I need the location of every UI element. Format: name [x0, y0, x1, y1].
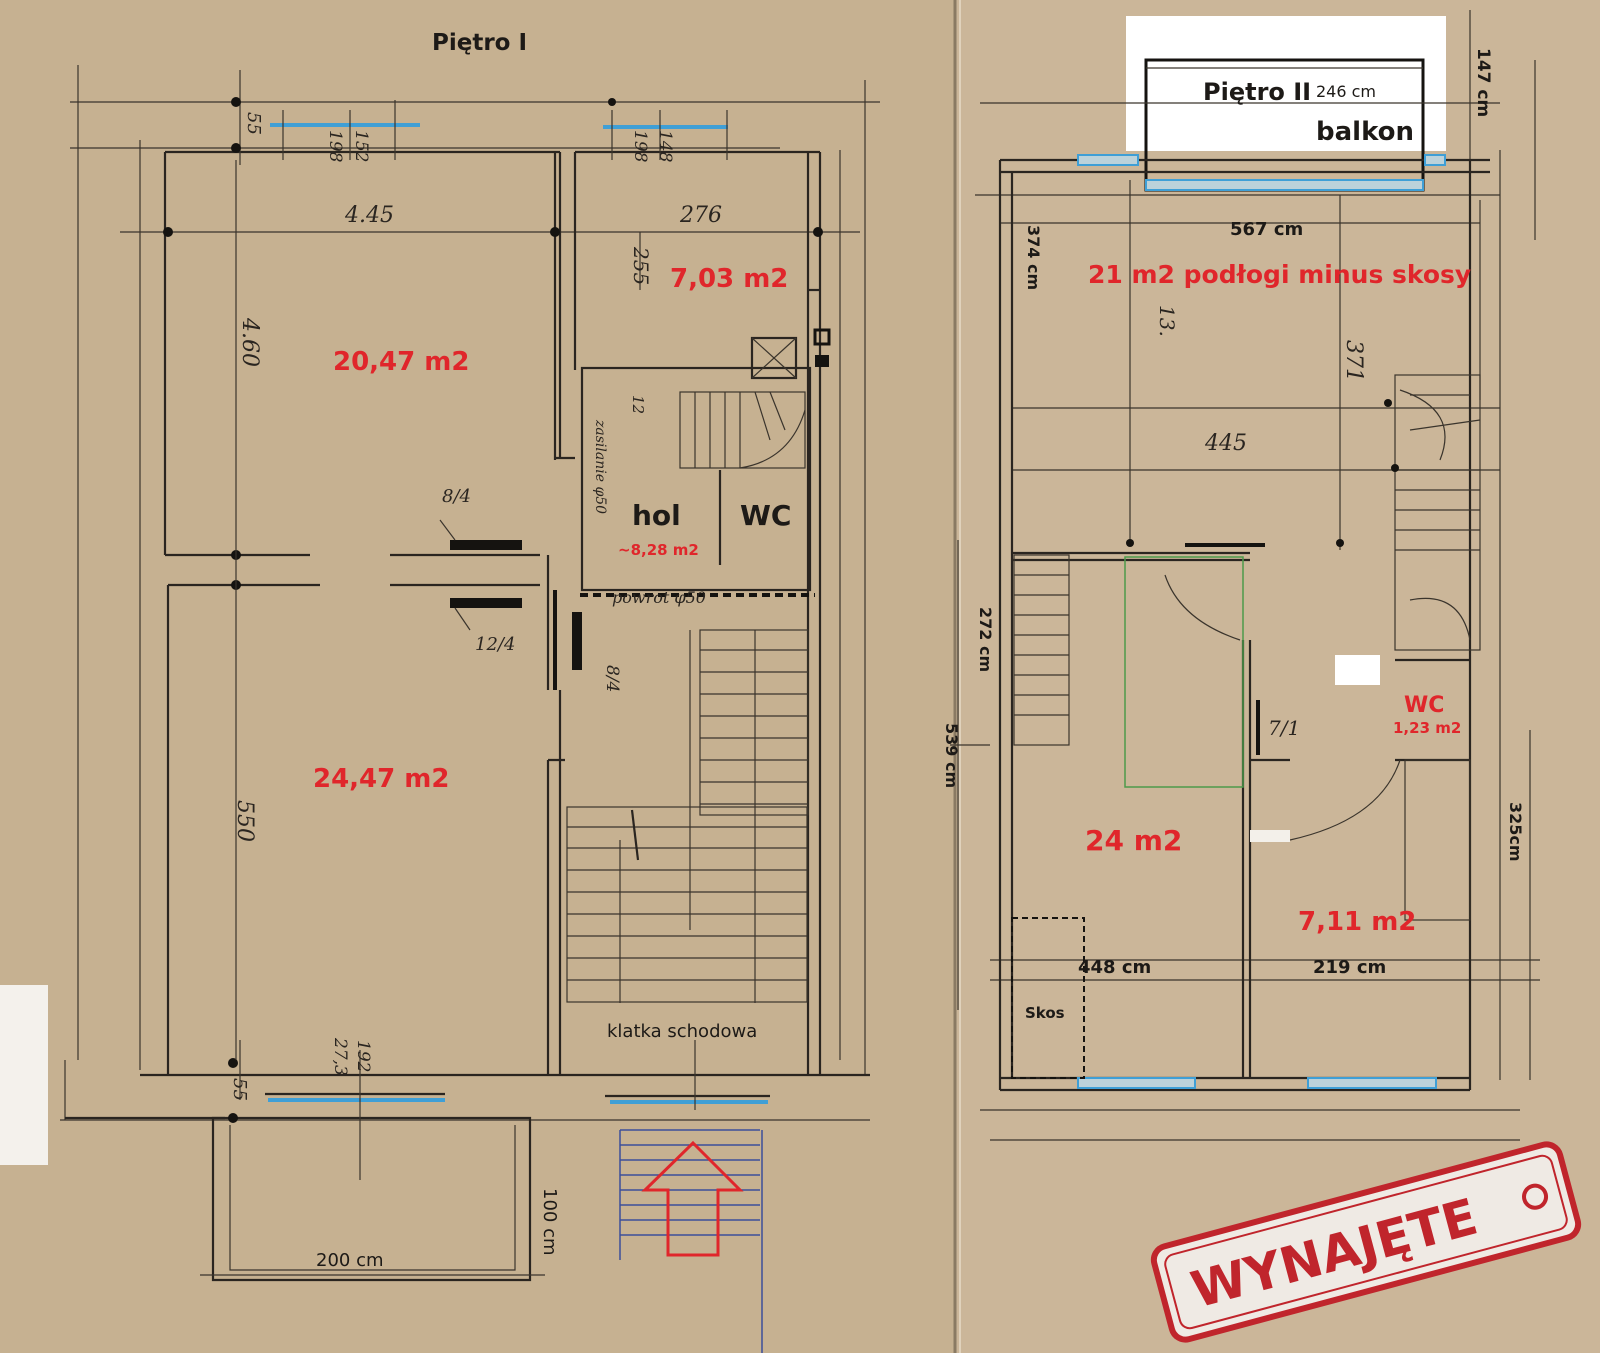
- paper-scrap: [0, 985, 48, 1165]
- floor2-wc-label: WC: [1404, 693, 1444, 718]
- dim-460: 4.60: [237, 317, 262, 367]
- floor2-wc-area: 1,23 m2: [1393, 719, 1461, 737]
- floor1-plan: Piętro I 20,47 m2 24,47 m2 7,03 m2 hol ~…: [60, 30, 880, 1353]
- floor2-room-small-area: 7,11 m2: [1298, 907, 1416, 937]
- floor2-height-right: 325cm: [1506, 802, 1525, 862]
- floor1-title: Piętro I: [432, 30, 527, 56]
- note-zasilanie: zasilanie φ50: [592, 419, 608, 514]
- note-pipe-84-side: 8/4: [602, 665, 622, 692]
- floor1-balcony-depth: 100 cm: [539, 1188, 560, 1256]
- floor2-dim-13: 13.: [1155, 305, 1179, 337]
- floor2-title: Piętro II: [1203, 78, 1311, 106]
- floor2-skos-label: Skos: [1025, 1004, 1065, 1022]
- dim-198-a: 198: [325, 130, 345, 163]
- dim-445: 4.45: [344, 203, 394, 228]
- floor1-wc-label: WC: [740, 499, 791, 532]
- floor2-area-top: 21 m2 podłogi minus skosy: [1088, 260, 1471, 289]
- floor2-balcony-width: 246 cm: [1316, 82, 1376, 101]
- floor2-balcony-depth: 147 cm: [1473, 48, 1493, 117]
- floor2-dim-371: 371: [1341, 340, 1366, 382]
- floor2-balcony-label: balkon: [1316, 117, 1414, 147]
- note-pipe-84-top: 8/4: [442, 486, 471, 507]
- floor1-hol-label: hol: [632, 499, 681, 532]
- floor1-balcony-width: 200 cm: [316, 1250, 384, 1271]
- dim-152: 152: [351, 130, 371, 162]
- dim-12: 12: [629, 395, 647, 414]
- dim-550: 550: [232, 800, 257, 842]
- floor2-height-left-b: 539 cm: [942, 723, 961, 788]
- note-powrot: powrot φ50: [612, 588, 706, 607]
- dim-198-b: 198: [630, 130, 650, 163]
- dim-276: 276: [679, 203, 722, 228]
- floor1-stairs-label: klatka schodowa: [607, 1021, 757, 1042]
- dim-192: 192: [353, 1040, 373, 1072]
- dim-273: 27,3: [330, 1037, 350, 1076]
- floor2-width-top: 567 cm: [1230, 219, 1303, 240]
- floor1-hol-area: ~8,28 m2: [618, 541, 699, 559]
- floor1-room-a-area: 20,47 m2: [333, 347, 469, 377]
- dim-255: 255: [629, 246, 653, 285]
- floor1-room-b-area: 24,47 m2: [313, 764, 449, 794]
- floor2-dim-445: 445: [1204, 431, 1247, 456]
- note-pipe-124: 12/4: [475, 634, 515, 655]
- dim-148: 148: [655, 130, 675, 163]
- dim-55-top: 55: [243, 112, 264, 135]
- floor2-dim-71: 7/1: [1268, 716, 1300, 740]
- floor2-height-top: 374 cm: [1024, 225, 1043, 290]
- floor2-plan: Piętro II 246 cm balkon 147 cm 567 cm 21…: [942, 10, 1540, 1141]
- entrance-arrow: [619, 1129, 763, 1353]
- dim-55-bottom: 55: [229, 1078, 250, 1101]
- floor2-width-left: 448 cm: [1078, 957, 1151, 978]
- floor2-height-left-a: 272 cm: [976, 607, 995, 672]
- floor2-room-main-area: 24 m2: [1085, 824, 1182, 857]
- floor1-room-c-area: 7,03 m2: [670, 264, 788, 294]
- floor2-width-right: 219 cm: [1313, 957, 1386, 978]
